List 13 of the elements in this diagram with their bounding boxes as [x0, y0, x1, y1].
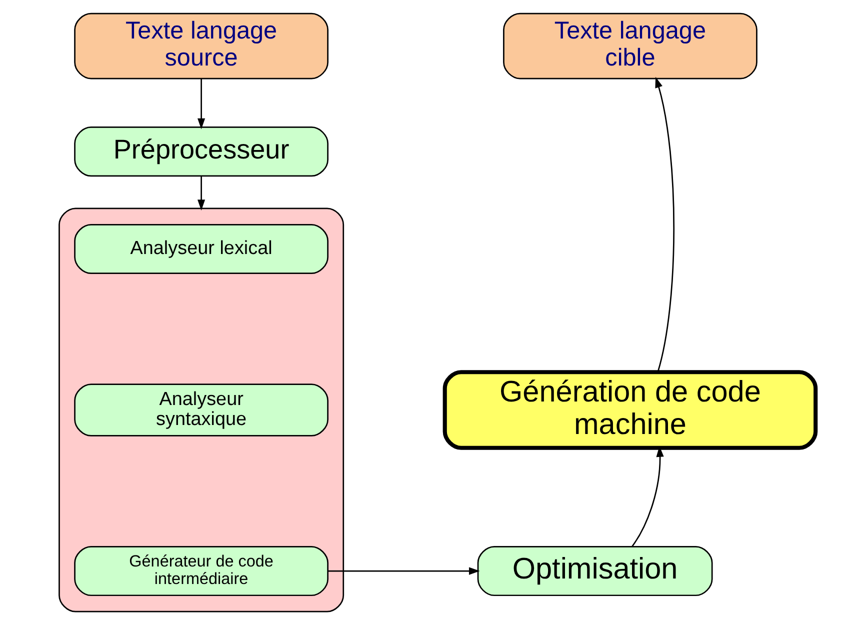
node-box: Texte langage cible: [502, 12, 757, 80]
node-box: Génération de code machine: [442, 370, 818, 450]
arrow: [654, 76, 674, 372]
node-box: Optimisation: [476, 546, 712, 596]
node-box: Analyseur syntaxique: [74, 384, 328, 436]
arrow: [197, 78, 205, 130]
node-box: Texte langage source: [74, 12, 328, 80]
node-box: Générateur de code intermédiaire: [74, 546, 328, 596]
arrow: [328, 567, 480, 575]
cluster: [58, 208, 344, 612]
node-box: Préprocesseur: [74, 126, 328, 177]
arrow: [197, 176, 205, 210]
node-box: Analyseur lexical: [74, 224, 328, 274]
